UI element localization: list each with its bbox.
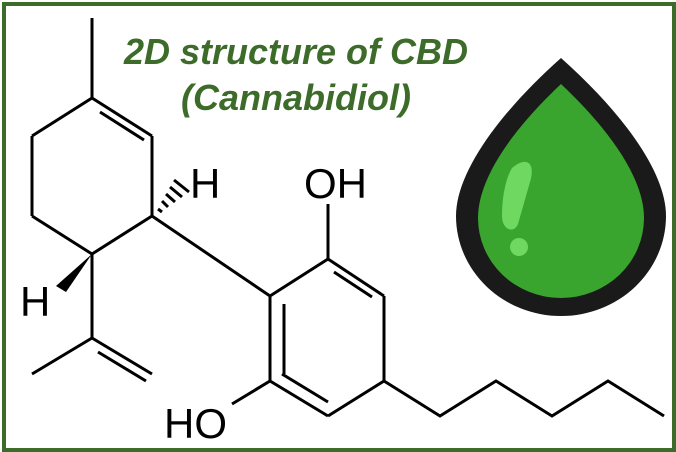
bond-arom-2-double xyxy=(333,270,373,299)
drop-highlight-dot xyxy=(510,238,528,256)
bond-ring-c3-c4 xyxy=(91,214,153,256)
hashed-wedge-bond xyxy=(157,178,190,214)
bond-isopropenyl-methyl xyxy=(31,336,93,376)
bond-arom-2 xyxy=(327,257,385,298)
bond-ring-link xyxy=(151,214,271,298)
bond-arom-5-double xyxy=(281,372,329,404)
solid-wedge-bond xyxy=(56,254,92,292)
atom-oh-top: OH xyxy=(304,160,367,207)
atom-h-top: H xyxy=(190,160,220,207)
bonds xyxy=(30,18,665,418)
bond-ring-c1-c2 xyxy=(91,96,153,138)
bond-oh-bottom xyxy=(231,379,271,406)
bond-isopropenyl-ch2 xyxy=(91,336,153,376)
title-line-1: 2D structure of CBD xyxy=(123,31,469,72)
atom-h-left: H xyxy=(20,278,50,325)
cbd-structure-diagram: H H OH HO xyxy=(20,18,666,447)
bond-ring-c4-c5 xyxy=(31,214,93,256)
bond-arom-5 xyxy=(269,379,329,418)
bond-ring-c6-c1 xyxy=(31,96,93,138)
bond-ring-c1-c2-double xyxy=(99,110,145,142)
bond-isopropenyl-ch2-double xyxy=(97,350,147,383)
bond-arom-4 xyxy=(327,379,385,418)
atom-ho-bottom: HO xyxy=(164,400,227,447)
drop-highlight xyxy=(502,161,532,230)
bond-pentyl-chain xyxy=(383,379,665,418)
bond-arom-1 xyxy=(269,257,329,298)
oil-drop-icon xyxy=(456,58,666,316)
title-line-2: (Cannabidiol) xyxy=(181,77,411,118)
